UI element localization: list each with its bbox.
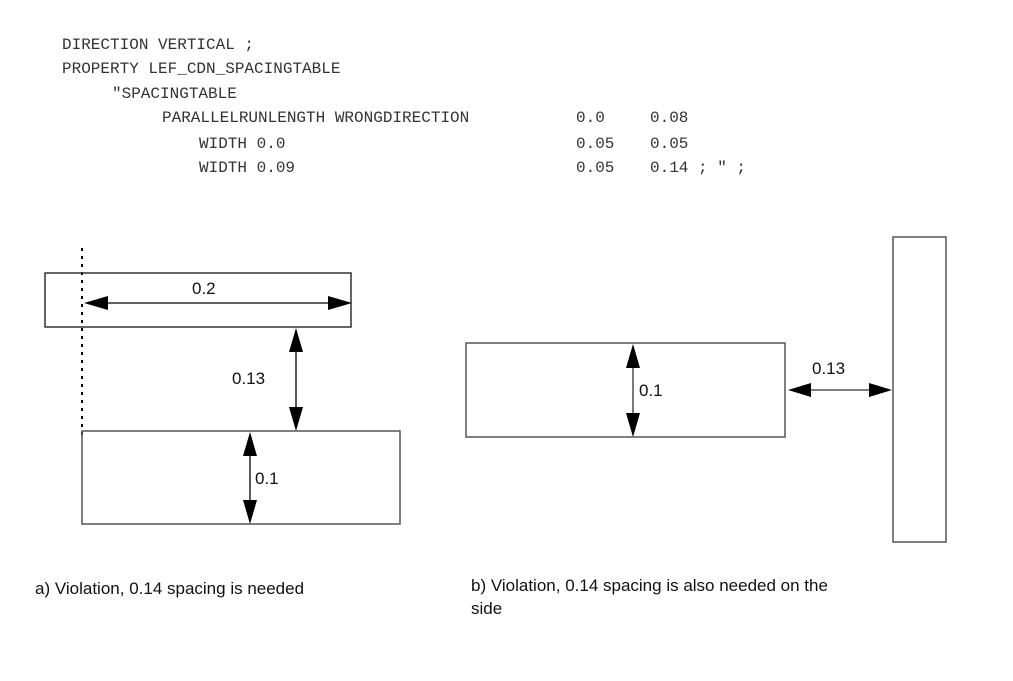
- arrowhead-right-icon: [328, 296, 352, 310]
- code-value: 0.14 ; " ;: [650, 159, 747, 177]
- height-label: 0.1: [639, 381, 663, 400]
- caption-a: a) Violation, 0.14 spacing is needed: [35, 579, 305, 598]
- code-value: 0.05: [576, 135, 615, 153]
- caption-b-line1: b) Violation, 0.14 spacing is also neede…: [471, 576, 828, 595]
- lower-wire-rect: [81, 430, 401, 525]
- spacing-dimension-arrow: [289, 328, 303, 431]
- code-line-width-009: WIDTH 0.09: [199, 159, 296, 177]
- height-label: 0.1: [255, 469, 279, 488]
- height-dimension-arrow: [243, 432, 257, 524]
- code-line-parallelrunlength: PARALLELRUNLENGTH WRONGDIRECTION: [162, 109, 470, 127]
- horizontal-wire-rect: [465, 342, 786, 438]
- spacing-label: 0.13: [232, 369, 265, 388]
- code-value: 0.05: [650, 135, 689, 153]
- upper-wire-rect: [44, 272, 352, 328]
- width-dimension-arrow: [84, 296, 352, 310]
- width-label: 0.2: [192, 279, 216, 298]
- code-value: 0.0: [576, 109, 605, 127]
- arrowhead-up-icon: [289, 328, 303, 352]
- diagram-a: 0.2 0.13 0.1: [44, 248, 401, 525]
- arrowhead-right-icon: [869, 383, 892, 397]
- arrowhead-down-icon: [289, 407, 303, 431]
- vertical-wire-rect: [892, 236, 947, 543]
- code-line-property: PROPERTY LEF_CDN_SPACINGTABLE: [62, 60, 341, 78]
- code-line-direction: DIRECTION VERTICAL ;: [62, 36, 255, 54]
- arrowhead-up-icon: [243, 432, 257, 456]
- code-line-width-0: WIDTH 0.0: [199, 135, 286, 153]
- code-line-spacingtable: "SPACINGTABLE: [112, 85, 237, 103]
- arrowhead-down-icon: [626, 413, 640, 437]
- diagram-b: 0.1 0.13: [465, 236, 947, 543]
- side-spacing-dimension-arrow: [788, 383, 892, 397]
- arrowhead-down-icon: [243, 500, 257, 524]
- height-dimension-arrow: [626, 344, 640, 437]
- code-value: 0.08: [650, 109, 689, 127]
- arrowhead-left-icon: [84, 296, 108, 310]
- code-value: 0.05: [576, 159, 615, 177]
- arrowhead-up-icon: [626, 344, 640, 368]
- arrowhead-left-icon: [788, 383, 811, 397]
- caption-b-line2: side: [471, 599, 503, 618]
- side-spacing-label: 0.13: [812, 359, 845, 378]
